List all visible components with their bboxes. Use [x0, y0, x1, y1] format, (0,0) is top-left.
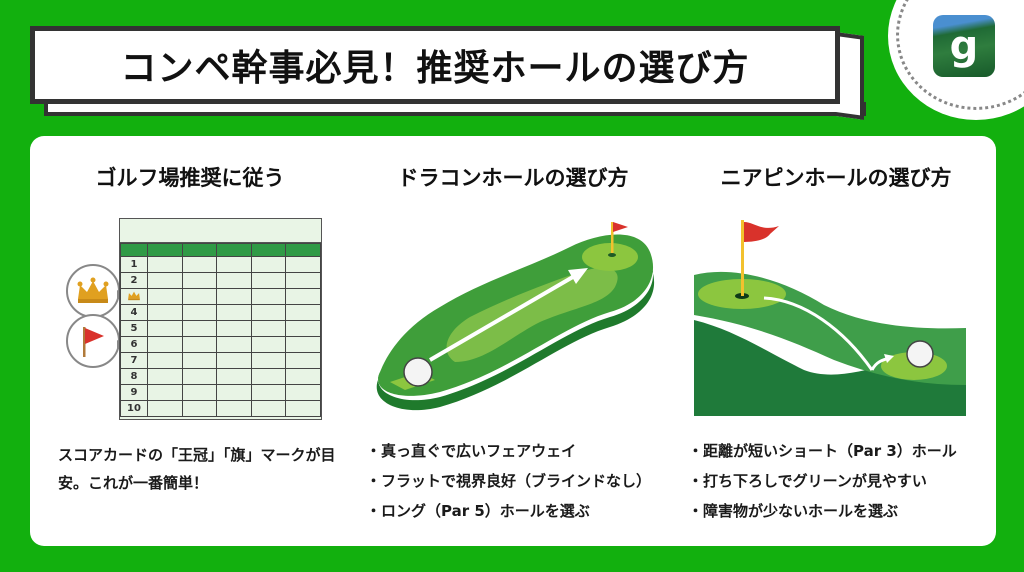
column-nearest-pin: ニアピンホールの選び方 距離が短いショート（Par 3）ホール 打ち下ろしでグリ — [676, 136, 996, 546]
crown-icon — [128, 291, 140, 300]
flag-icon — [83, 327, 104, 357]
app-logo-icon: g — [933, 15, 995, 77]
content-card: ゴルフ場推奨に従う 1 2 — [30, 136, 996, 546]
bullet-item: ロング（Par 5）ホールを選ぶ — [366, 496, 674, 526]
logo-glyph: g — [949, 23, 979, 69]
bullet-list: 距離が短いショート（Par 3）ホール 打ち下ろしでグリーンが見やすい 障害物が… — [688, 436, 996, 526]
downhill-green-illustration — [694, 220, 966, 416]
bullet-item: 距離が短いショート（Par 3）ホール — [688, 436, 996, 466]
page-title: コンペ幹事必見！推奨ホールの選び方 — [120, 48, 750, 89]
column-longest-drive: ドラコンホールの選び方 真っ直ぐで広いフェアウェイ フラットで視界良好（ブライン — [352, 136, 674, 546]
hole-number: 2 — [120, 272, 148, 289]
banner-depth-right — [836, 32, 864, 120]
hole-number: 7 — [120, 352, 148, 369]
column-title: ゴルフ場推奨に従う — [95, 166, 285, 190]
banner-depth-bottom — [44, 102, 866, 116]
hole-crown-mark — [120, 288, 148, 305]
title-box: コンペ幹事必見！推奨ホールの選び方 — [30, 26, 840, 104]
hole-number: 6 — [120, 336, 148, 353]
bullet-item: 真っ直ぐで広いフェアウェイ — [366, 436, 674, 466]
crown-callout — [66, 264, 126, 318]
scorecard-header — [120, 219, 321, 243]
hole-number: 10 — [120, 400, 148, 417]
column-title: ニアピンホールの選び方 — [720, 166, 952, 190]
column-golf-course-recommend: ゴルフ場推奨に従う 1 2 — [30, 136, 350, 546]
hole-number: 8 — [120, 368, 148, 385]
bullet-item: フラットで視界良好（ブラインドなし） — [366, 466, 674, 496]
hole-number: 9 — [120, 384, 148, 401]
flag-callout — [66, 314, 126, 368]
hole-number: 4 — [120, 304, 148, 321]
column-title: ドラコンホールの選び方 — [397, 166, 629, 190]
scorecard-table: 1 2 4 5 6 7 8 9 10 — [120, 243, 321, 417]
long-fairway-illustration — [376, 222, 655, 411]
column-description: スコアカードの「王冠」「旗」マークが目安。これが一番簡単！ — [58, 446, 336, 492]
hole-number: 5 — [120, 320, 148, 337]
bullet-list: 真っ直ぐで広いフェアウェイ フラットで視界良好（ブラインドなし） ロング（Par… — [366, 436, 674, 526]
hole-number: 1 — [120, 256, 148, 273]
title-banner: コンペ幹事必見！推奨ホールの選び方 — [30, 26, 866, 120]
crown-icon — [77, 277, 109, 303]
scorecard-illustration: 1 2 4 5 6 7 8 9 10 — [119, 218, 322, 420]
bullet-item: 障害物が少ないホールを選ぶ — [688, 496, 996, 526]
bullet-item: 打ち下ろしでグリーンが見やすい — [688, 466, 996, 496]
